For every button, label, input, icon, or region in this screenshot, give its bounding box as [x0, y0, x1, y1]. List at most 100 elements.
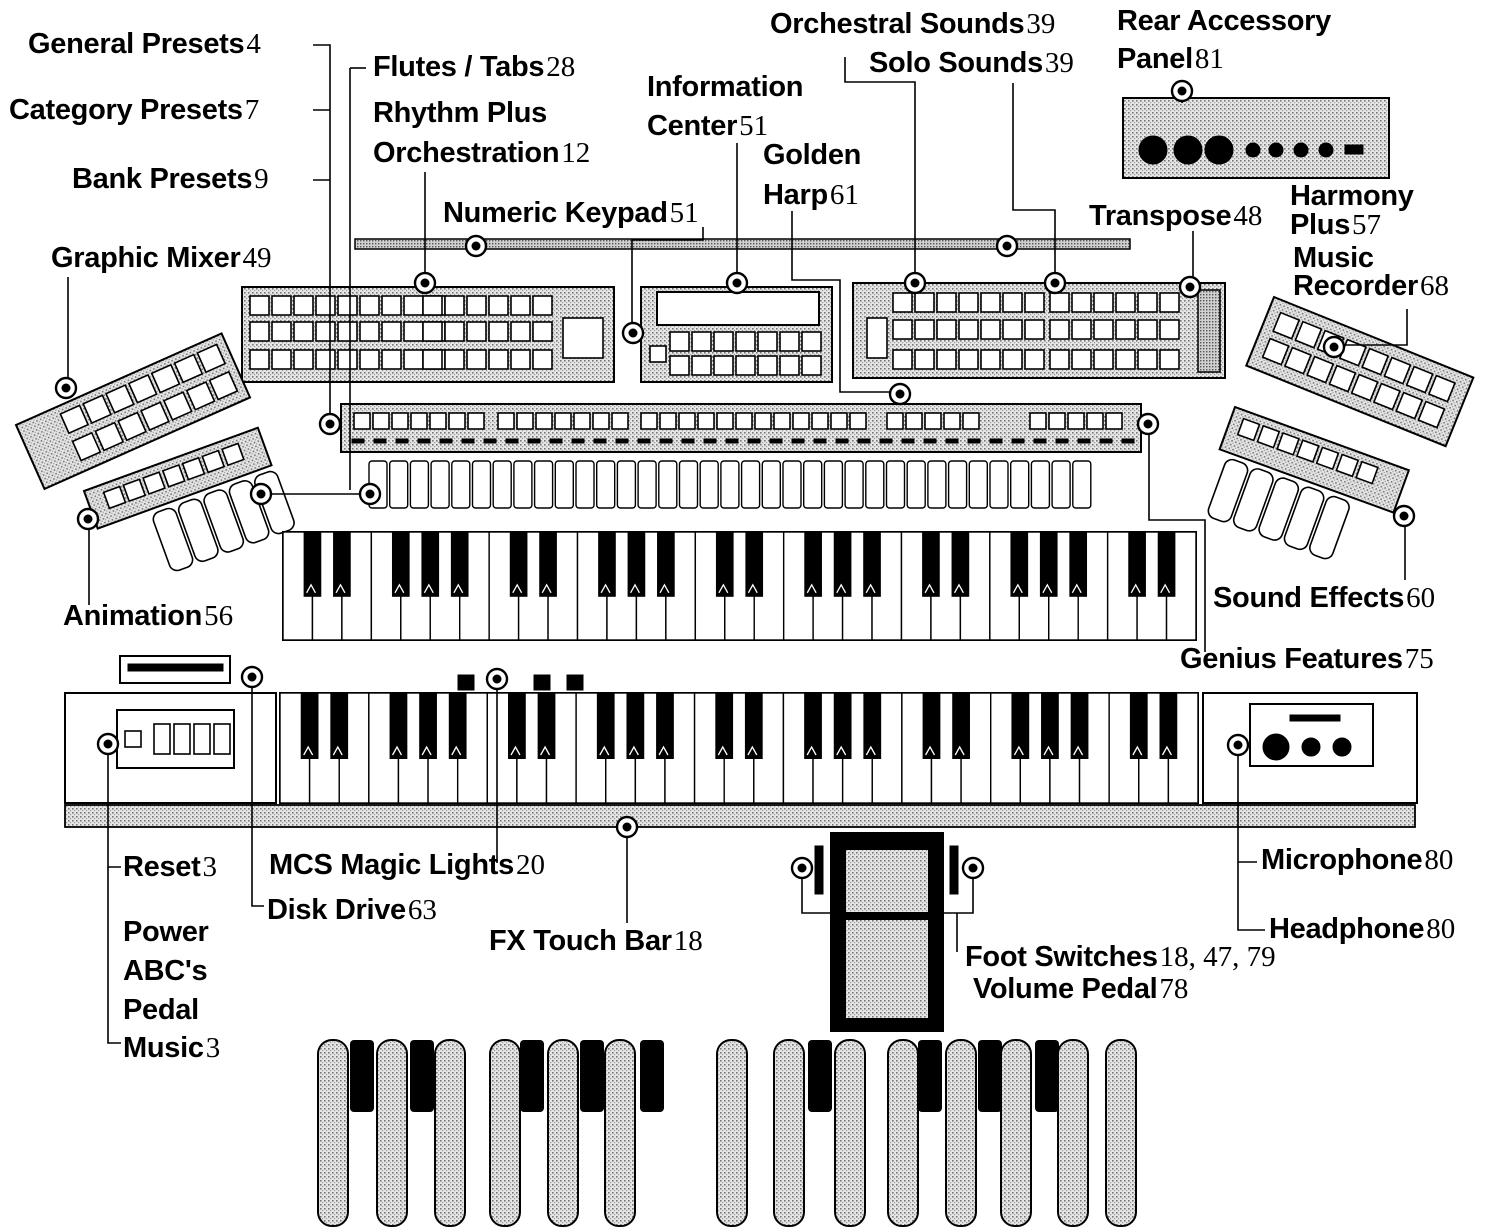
black-key-highlight — [953, 583, 964, 594]
voice-button — [958, 292, 979, 313]
upper-keyboard — [282, 531, 1197, 641]
recorder-button — [1272, 311, 1301, 340]
voice-button — [1115, 319, 1136, 340]
voice-button — [980, 292, 1001, 313]
preset-button — [271, 321, 292, 342]
black-key-highlight — [659, 583, 670, 594]
black-key-highlight — [332, 745, 343, 756]
tab-led — [1055, 438, 1069, 444]
black-key-highlight — [1071, 583, 1082, 594]
tab-led — [395, 438, 409, 444]
black-key — [330, 693, 349, 759]
tab-button — [448, 412, 466, 430]
black-key-highlight — [600, 583, 611, 594]
callout-marker-center — [420, 278, 430, 288]
black-key-highlight — [1130, 583, 1141, 594]
tab-led — [945, 438, 959, 444]
black-key — [508, 693, 526, 759]
preset-button — [403, 321, 424, 342]
flute-tab — [616, 460, 637, 509]
black-key-highlight — [394, 583, 405, 594]
preset-button — [359, 295, 380, 316]
black-key — [537, 693, 556, 759]
keypad-button — [801, 331, 822, 352]
tab-button — [905, 412, 923, 430]
black-key — [745, 532, 764, 597]
black-key-highlight — [865, 583, 876, 594]
magic-light — [566, 674, 584, 691]
jack — [1204, 135, 1234, 165]
rear-accessory-panel-label-line2: Panel81 — [1117, 43, 1224, 75]
preset-button — [249, 295, 270, 316]
flute-tab — [1051, 460, 1071, 509]
voice-button — [1137, 349, 1158, 370]
tab-button — [886, 412, 904, 430]
black-key-highlight — [836, 583, 847, 594]
flute-tab — [803, 460, 823, 509]
flute-tab — [658, 460, 678, 509]
mcs-magic-lights-label: MCS Magic Lights20 — [269, 849, 545, 881]
voice-button — [936, 292, 957, 313]
flute-tab — [513, 460, 533, 509]
tab-led — [439, 438, 453, 444]
black-key — [539, 532, 557, 597]
foot-switches-label: Foot Switches18, 47, 79 — [965, 941, 1276, 973]
flute-tab — [761, 460, 781, 509]
tab-button — [353, 412, 371, 430]
flute-tab — [947, 460, 968, 509]
mixer-button — [59, 404, 90, 435]
keypad-button — [779, 331, 800, 352]
tab-button — [962, 412, 980, 430]
voice-button — [1093, 319, 1114, 340]
tab-button — [735, 412, 753, 430]
rear-switch — [1344, 144, 1364, 155]
flute-tab — [906, 460, 926, 509]
tab-led — [659, 438, 673, 444]
leader-line — [791, 211, 900, 393]
disk-slot — [127, 663, 224, 672]
rhythm-button — [466, 349, 487, 370]
black-key-highlight — [1132, 745, 1143, 756]
black-key-highlight — [747, 745, 758, 756]
rhythm-button — [444, 349, 465, 370]
console-panels — [14, 97, 1475, 1032]
black-key — [656, 693, 674, 759]
black-key-highlight — [599, 745, 610, 756]
keypad-button — [669, 331, 690, 352]
mixer-button — [127, 373, 158, 404]
recorder-button — [1417, 400, 1446, 429]
foot-switch-left — [814, 845, 824, 895]
tab-button — [849, 412, 867, 430]
recorder-button — [1350, 373, 1379, 402]
callout-marker-center — [61, 383, 71, 393]
pedal-key — [716, 1039, 748, 1227]
tab-button — [391, 412, 409, 430]
tab-led — [461, 438, 475, 444]
recorder-button — [1383, 356, 1412, 385]
pedal-sharp — [580, 1040, 604, 1112]
black-key-highlight — [806, 583, 817, 594]
foot-switch-right — [949, 845, 959, 895]
tab-led — [967, 438, 981, 444]
microphone-slot — [1289, 714, 1341, 722]
tab-button — [754, 412, 772, 430]
black-key — [863, 693, 882, 759]
animation-button — [201, 449, 226, 474]
voice-button — [1024, 319, 1045, 340]
mixer-button — [196, 343, 227, 374]
voice-button — [1159, 292, 1180, 313]
black-key-highlight — [1073, 745, 1084, 756]
tab-led — [923, 438, 937, 444]
preset-button — [249, 321, 270, 342]
volume-pedal-bottom — [846, 920, 928, 1018]
black-key — [421, 532, 440, 597]
recorder-button — [1372, 382, 1401, 411]
black-key — [1159, 693, 1178, 759]
voice-button — [1071, 292, 1092, 313]
tab-button — [924, 412, 942, 430]
rhythm-button — [488, 349, 509, 370]
sfx-pad — [1283, 486, 1325, 551]
rhythm-button — [510, 295, 531, 316]
tab-button — [792, 412, 810, 430]
black-key — [951, 532, 970, 597]
